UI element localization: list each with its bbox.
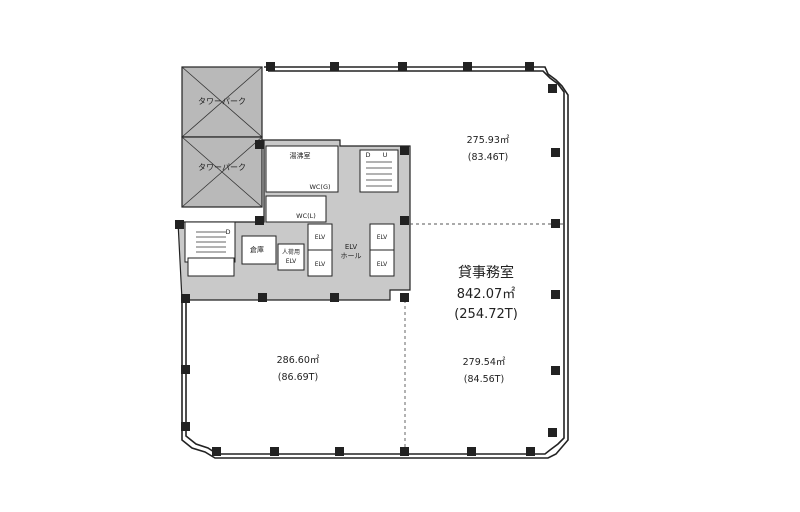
east-stair: [366, 161, 392, 187]
cargo-elv-label-2: ELV: [286, 258, 297, 265]
elv-hall-label-2: ホール: [341, 252, 362, 260]
total-office-area: 貸事務室 842.07㎡ (254.72T): [454, 264, 518, 322]
elv-label-1: ELV: [315, 234, 326, 241]
west-stair: [196, 231, 226, 253]
core-labels: 湯沸室 WC(G) WC(L) ELV ホール ELV ELV ELV ELV …: [225, 151, 388, 268]
total-tsubo: (254.72T): [454, 307, 518, 322]
columns: [175, 62, 560, 456]
north-area: 275.93㎡: [467, 135, 510, 146]
elv-label-4: ELV: [377, 261, 388, 268]
southwest-area: 286.60㎡: [277, 355, 320, 366]
kitchen-label: 湯沸室: [290, 151, 311, 160]
zone-dividers: [404, 223, 564, 454]
west-stair-down-label: D: [225, 228, 230, 236]
north-tsubo: (83.46T): [468, 152, 508, 163]
total-title: 貸事務室: [458, 264, 514, 281]
total-area: 842.07㎡: [457, 287, 516, 302]
tower-park-label-upper: タワーパーク: [198, 97, 246, 106]
tower-park: タワーパーク タワーパーク: [181, 66, 263, 208]
elv-label-2: ELV: [315, 261, 326, 268]
stair-down-label: D: [365, 151, 370, 159]
core: [177, 139, 411, 301]
elv-hall-label: ELV: [345, 243, 358, 251]
wc-ladies-label: WC(L): [296, 212, 316, 220]
zone-north: 275.93㎡ (83.46T): [467, 135, 510, 163]
tower-park-label-lower: タワーパーク: [198, 163, 246, 172]
zone-southwest: 286.60㎡ (86.69T): [277, 355, 320, 383]
southeast-tsubo: (84.56T): [464, 374, 504, 385]
southwest-tsubo: (86.69T): [278, 372, 318, 383]
cargo-elv-label: 人荷用: [282, 248, 300, 256]
storage-label: 倉庫: [250, 245, 264, 254]
stair-up-label: U: [383, 151, 388, 159]
southeast-area: 279.54㎡: [463, 357, 506, 368]
zone-southeast: 279.54㎡ (84.56T): [463, 357, 506, 385]
building-outline: [181, 66, 569, 459]
wc-gents-label: WC(G): [309, 183, 330, 191]
elv-label-3: ELV: [377, 234, 388, 241]
